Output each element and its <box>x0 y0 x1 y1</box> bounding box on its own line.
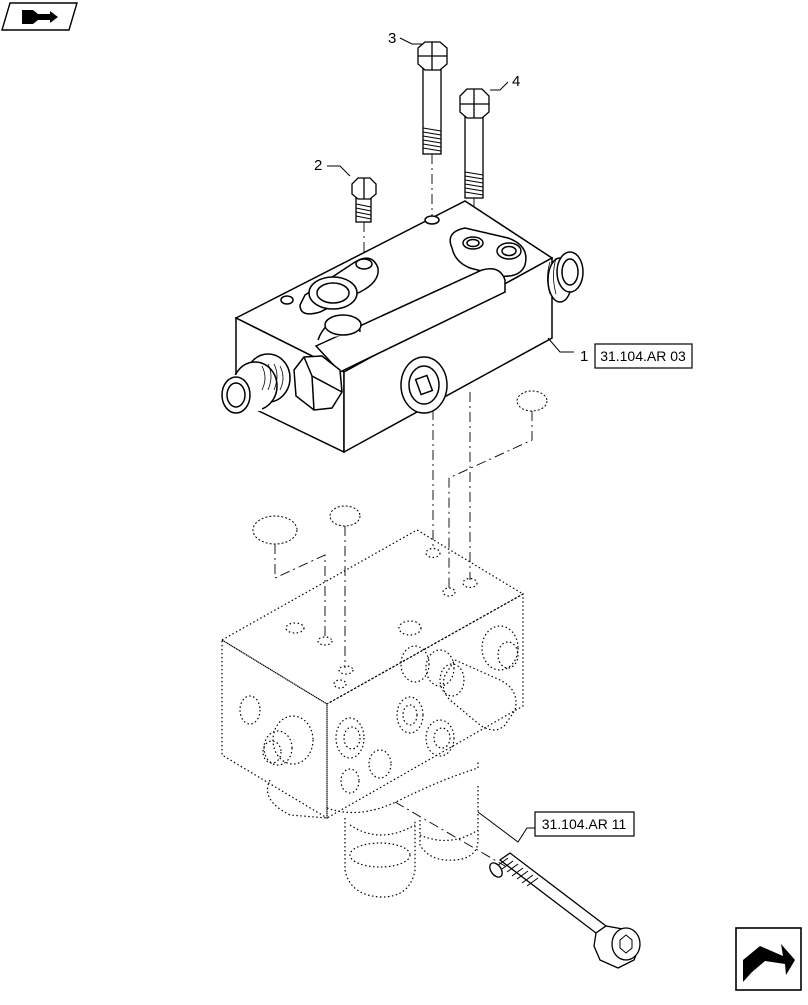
leader-2 <box>327 165 351 177</box>
manifold-block <box>220 529 525 898</box>
leader-3 <box>399 37 422 45</box>
block-ref-box[interactable]: 31.104.AR 11 <box>534 811 635 837</box>
bolt-3 <box>417 41 448 155</box>
assembly-lines <box>274 392 533 867</box>
callout-1: 1 <box>580 348 588 365</box>
block-leader <box>477 811 535 843</box>
valve-ref-label: 31.104.AR 03 <box>600 348 686 364</box>
callout-3: 3 <box>388 30 396 47</box>
previous-page-icon[interactable] <box>1 2 78 31</box>
bolt-2 <box>351 177 377 223</box>
valve-ref-box[interactable]: 31.104.AR 03 <box>594 343 693 369</box>
callout-2: 2 <box>314 157 322 174</box>
cap-screw <box>489 852 641 969</box>
block-ref-label: 31.104.AR 11 <box>542 816 627 832</box>
valve-assembly <box>221 200 584 454</box>
valve-leader <box>547 337 574 353</box>
bolt-4 <box>459 88 490 199</box>
leader-4 <box>490 81 509 91</box>
next-page-icon[interactable] <box>735 927 802 991</box>
seal-rings <box>252 390 548 545</box>
callout-4: 4 <box>512 73 520 90</box>
